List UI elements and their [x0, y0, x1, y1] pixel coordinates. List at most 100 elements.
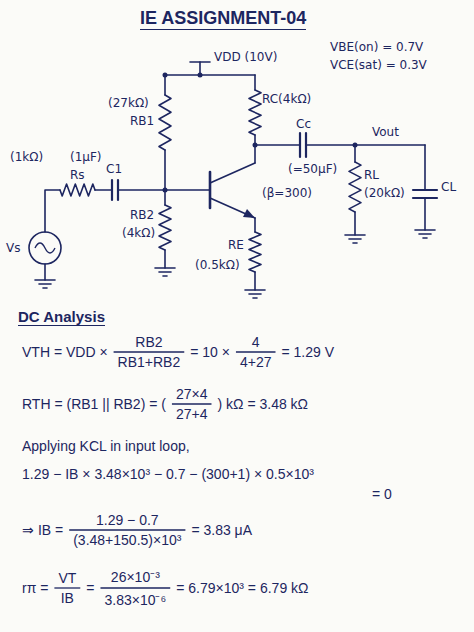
ground-symbol [249, 293, 261, 295]
resistor-symbol [349, 162, 361, 212]
wire [254, 135, 256, 163]
equation-text: 27+4 [176, 406, 208, 422]
sine-symbol [35, 243, 55, 253]
wire [254, 218, 256, 232]
component-label: VDD (10V) [214, 50, 277, 64]
transistor-emitter [210, 198, 255, 218]
wire [424, 198, 426, 230]
equation-text: IB [61, 590, 74, 606]
junction-dot [353, 143, 358, 148]
equation-text: 27×4 [176, 386, 208, 402]
equation-text: (3.48+150.5)×10³ [73, 532, 181, 548]
ground-symbol [39, 283, 51, 285]
equation-text: 26×10⁻³ [111, 567, 160, 586]
component-label: RB1 [130, 114, 154, 128]
wire [424, 145, 426, 190]
ground-symbol [419, 233, 431, 235]
resistor-symbol [159, 95, 171, 150]
component-label: (1kΩ) [10, 150, 43, 164]
resistor-symbol [159, 205, 171, 250]
component-label: RE [228, 238, 244, 252]
component-label: C1 [106, 162, 122, 176]
equation-text: = 10 × [190, 344, 230, 360]
ground-symbol [159, 271, 171, 273]
wire [45, 190, 60, 232]
equation-text: = [86, 580, 94, 596]
wire [164, 75, 166, 95]
resistor-symbol [249, 90, 261, 135]
capacitor-plate [413, 189, 437, 191]
fraction-bar [114, 351, 185, 352]
junction-dot [253, 143, 258, 148]
ground-symbol [35, 279, 55, 281]
fraction-bar [172, 403, 212, 404]
wire [164, 250, 166, 268]
equation-text: RB2 [135, 334, 162, 350]
transistor-collector [210, 163, 255, 183]
component-label: (1μF) [70, 150, 102, 164]
transistor-base [209, 172, 212, 208]
component-label: VCE(sat) = 0.3V [330, 58, 427, 72]
component-label: (27kΩ) [108, 96, 149, 110]
wire [354, 212, 356, 235]
fraction-bar [69, 529, 185, 530]
component-label: (0.5kΩ) [195, 258, 240, 272]
component-label: RB2 [130, 208, 154, 222]
capacitor-plate [111, 180, 113, 200]
junction-dot [198, 73, 203, 78]
component-label: (20kΩ) [364, 186, 405, 200]
equation-text: RTH = (RB1 || RB2) = ( [22, 396, 166, 412]
emitter-arrow [243, 209, 255, 218]
ground-symbol [423, 237, 427, 239]
equation-text: 1.29 − 0.7 [96, 512, 159, 528]
equation-text: ) kΩ = 3.48 kΩ [217, 396, 308, 412]
component-label: Vs [6, 241, 20, 255]
wire [254, 272, 256, 290]
fraction-bar [100, 587, 170, 588]
ac-source [29, 232, 61, 264]
component-label: RL [364, 168, 379, 182]
ground-symbol [349, 238, 361, 240]
ground-symbol [155, 267, 175, 269]
ground-symbol [345, 234, 365, 236]
component-label: RC(4kΩ) [262, 92, 311, 106]
component-label: (=50μF) [288, 162, 337, 176]
resistor-symbol [249, 232, 261, 272]
component-label: Rs [70, 168, 85, 182]
page-title: IE ASSIGNMENT-04 [140, 8, 306, 30]
component-label: VBE(on) = 0.7V [330, 40, 423, 54]
equation-text: 4 [252, 334, 260, 350]
equation-text: ⇒ IB = [22, 522, 63, 538]
equation-text: = 0 [372, 486, 392, 502]
wire [255, 144, 300, 146]
junction-dot [163, 188, 168, 193]
equation-text: VT [58, 570, 76, 586]
fraction-bar [236, 351, 276, 352]
capacitor-plate [117, 180, 119, 200]
section-heading: DC Analysis [18, 308, 105, 326]
wire [306, 144, 425, 146]
supply-rail [165, 74, 255, 76]
ground-symbol [245, 289, 265, 291]
wire [95, 189, 112, 191]
equation-text: RB1+RB2 [118, 354, 181, 370]
equation-text: = 3.83 μA [191, 522, 252, 538]
equation-text: Applying KCL in input loop, [22, 438, 190, 454]
ground-symbol [253, 297, 257, 299]
wire [254, 75, 256, 90]
fraction-bar [54, 587, 80, 588]
ground-symbol [163, 275, 167, 277]
component-label: (β=300) [262, 186, 312, 200]
resistor-symbol [60, 184, 95, 196]
equation-text: rπ = [22, 580, 48, 596]
component-label: Cc [296, 117, 311, 131]
wire [164, 150, 166, 190]
equation-text: = 1.29 V [282, 344, 335, 360]
equation-text: VTH = VDD × [22, 344, 108, 360]
equation-text: 3.83×10⁻⁶ [104, 590, 166, 609]
component-label: (4kΩ) [122, 226, 155, 240]
ground-symbol [415, 229, 435, 231]
component-label: CL [441, 180, 456, 194]
ground-symbol [43, 287, 47, 289]
